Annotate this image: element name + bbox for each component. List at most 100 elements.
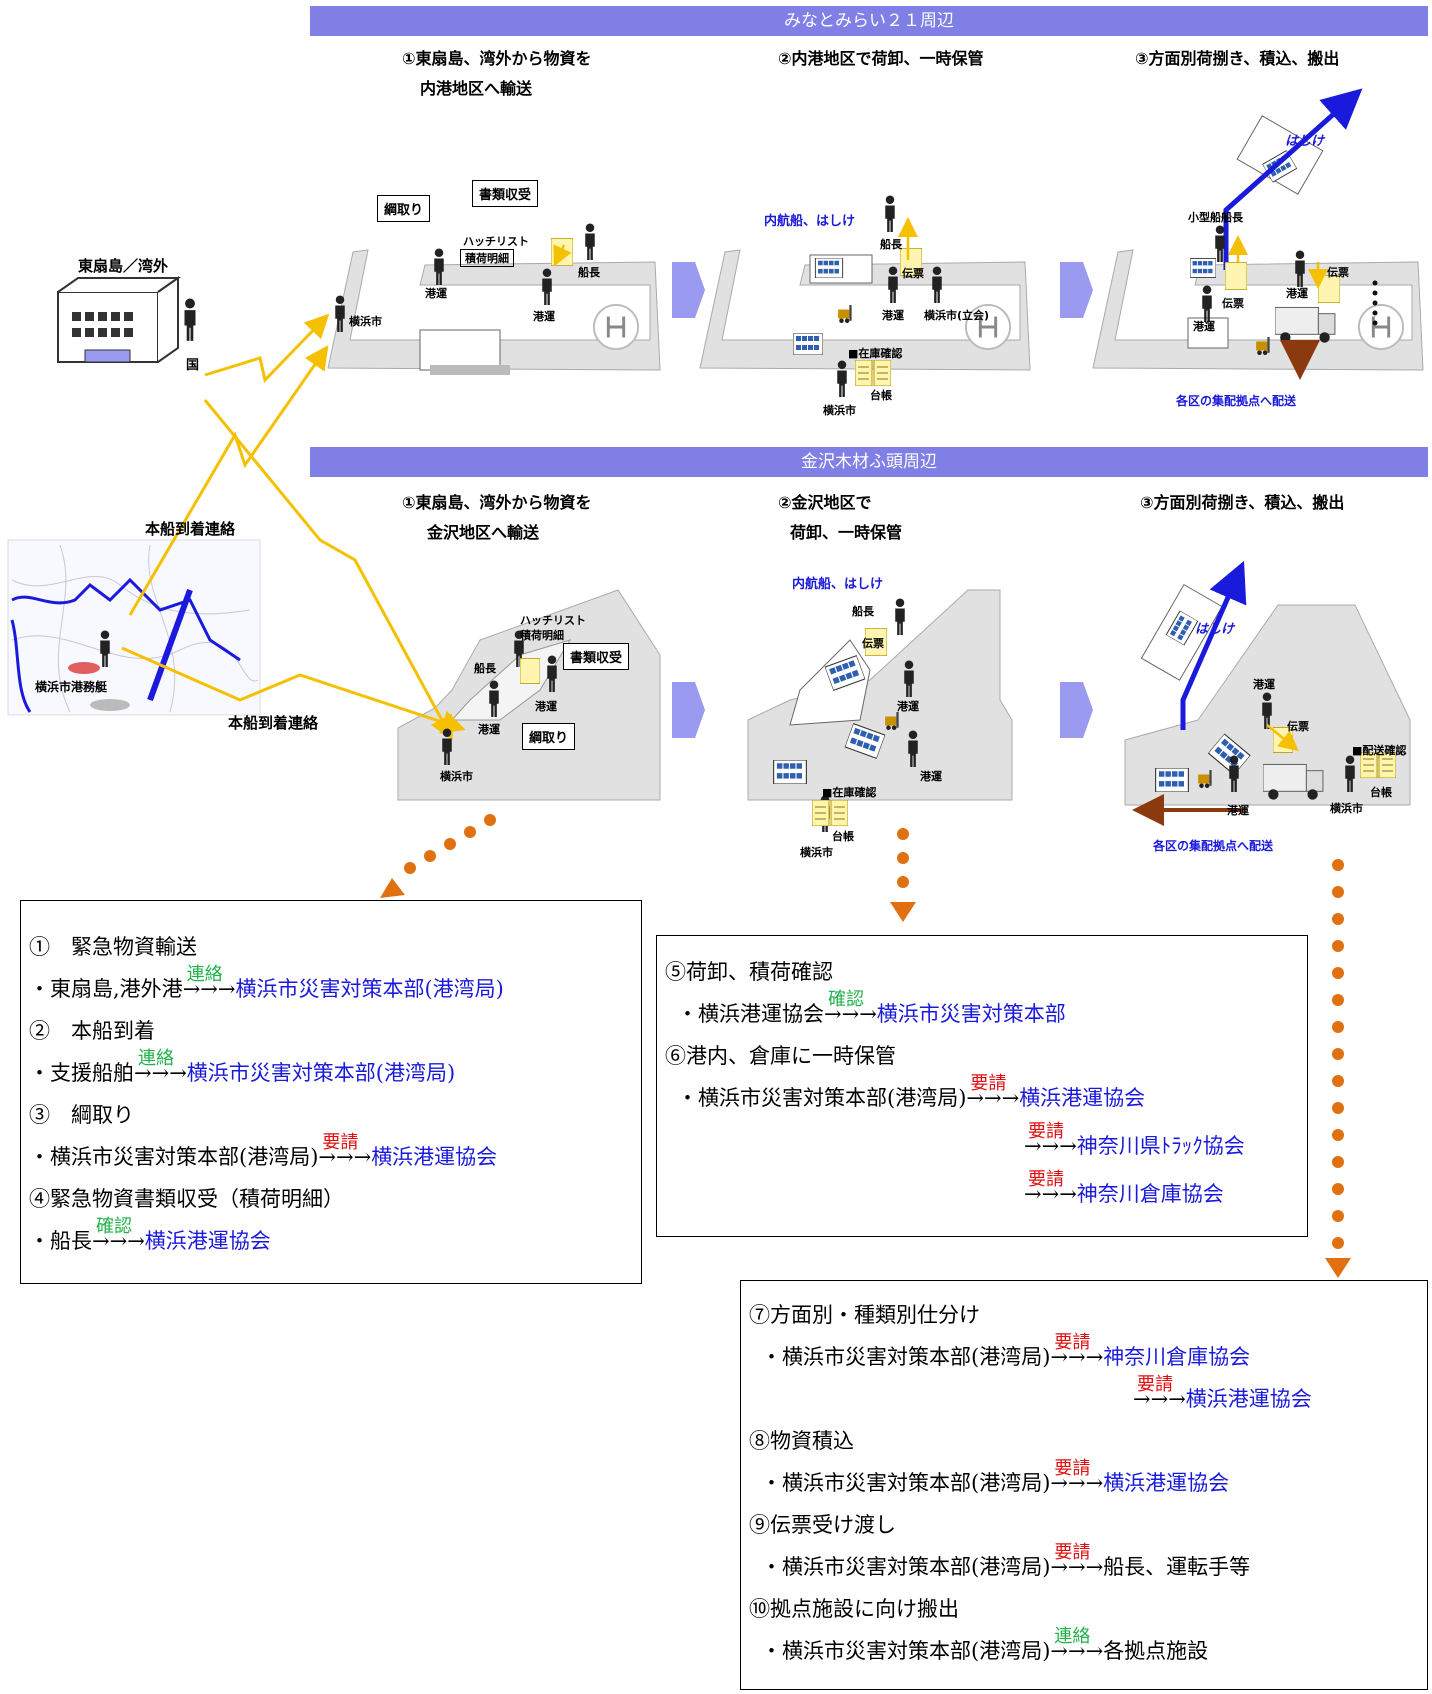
bottom-pier-1 <box>397 589 661 801</box>
top-step3-title: ③方面別荷捌き、積込、搬出 <box>1135 49 1340 68</box>
cargo-detail-label: 積荷明細 <box>520 629 564 642</box>
top-pier-3 <box>1092 88 1424 380</box>
denpyo-label: 伝票 <box>862 637 884 650</box>
yellow-connectors <box>121 313 466 741</box>
phase-arrow-top-2 <box>1060 262 1093 318</box>
kowun-label-1: 港運 <box>1286 287 1308 300</box>
band-kanazawa: 金沢木材ふ頭周辺 <box>310 447 1428 477</box>
phase-arrow-bottom-1 <box>672 682 705 738</box>
yokohama-label: 横浜市 <box>440 770 473 783</box>
box3-line6: ⑨伝票受け渡し <box>749 1513 896 1537</box>
box3-line2: ・横浜市災害対策本部(港湾局)要請→→→神奈川倉庫協会 <box>761 1332 1251 1369</box>
shorui-bubble: 書類収受 <box>472 180 539 207</box>
kowun-label-1: 港運 <box>535 700 557 713</box>
top-step1-title-line2: 内港地区へ輸送 <box>420 79 533 98</box>
box3-line8: ⑩拠点施設に向け搬出 <box>749 1597 959 1621</box>
zaiko-label: ■在庫確認 <box>848 347 903 360</box>
cargo-detail-label: 積荷明細 <box>460 249 514 267</box>
kogata-sencho-label: 小型船船長 <box>1188 211 1243 224</box>
small-yellow-arrows <box>553 217 1328 752</box>
honsen-arrival-2: 本船到着連絡 <box>228 714 319 732</box>
kowun-label-2: 港運 <box>1227 804 1249 817</box>
kowun-label-2: 港運 <box>478 723 500 736</box>
denpyo-label: 伝票 <box>902 267 924 280</box>
yokohama-label: 横浜市 <box>823 404 856 417</box>
step-box-1: ① 緊急物資輸送 ・東扇島,港外港連絡→→→横浜市災害対策本部(港湾局) ② 本… <box>20 900 642 1284</box>
box1-line3: ② 本船到着 <box>29 1019 155 1043</box>
box2-line3: ⑥港内、倉庫に一時保管 <box>665 1044 896 1068</box>
phase-arrow-bottom-2 <box>1060 682 1093 738</box>
sencho-label: 船長 <box>880 238 902 251</box>
naikosen-label: 内航船、はしけ <box>764 214 856 229</box>
kowun-label-2: 港運 <box>533 310 555 323</box>
yokohama-label: 横浜市 <box>349 315 382 328</box>
building-icon <box>57 276 182 363</box>
kowun-label: 港運 <box>882 309 904 322</box>
yokohama-label: 横浜市 <box>800 846 833 859</box>
box1-line1: ① 緊急物資輸送 <box>29 935 197 959</box>
box1-line5: ③ 綱取り <box>29 1103 134 1127</box>
shorui-bubble: 書類収受 <box>563 643 630 670</box>
kowun-label-1: 港運 <box>897 700 919 713</box>
hatch-list-label: ハッチリスト <box>463 235 529 248</box>
sencho-label: 船長 <box>578 266 600 279</box>
daicho-label: 台帳 <box>870 389 892 402</box>
band-minatomirai: みなとみらい２１周辺 <box>310 6 1428 36</box>
tsunatori-bubble: 綱取り <box>522 723 576 750</box>
box2-line1: ⑤荷卸、積荷確認 <box>665 960 833 984</box>
top-pier-2 <box>699 249 1031 371</box>
hashike-label: はしけ <box>1285 134 1325 149</box>
higashi-label: 東扇島／湾外 <box>78 257 169 275</box>
sencho-label: 船長 <box>474 662 496 675</box>
denpyo-label: 伝票 <box>1287 720 1309 733</box>
haiso-kakunin-label: ■配送確認 <box>1352 744 1407 757</box>
top-pier-1 <box>327 249 661 375</box>
box1-line4: ・支援船舶連絡→→→横浜市災害対策本部(港湾局) <box>29 1048 456 1085</box>
kuni-label: 国 <box>186 358 200 373</box>
daicho-label: 台帳 <box>1370 786 1392 799</box>
box2-line5: 要請→→→神奈川県ﾄﾗｯｸ協会 <box>1024 1121 1245 1158</box>
box1-line6: ・横浜市災害対策本部(港湾局)要請→→→横浜港運協会 <box>29 1132 498 1169</box>
step-box-3: ⑦方面別・種類別仕分け ・横浜市災害対策本部(港湾局)要請→→→神奈川倉庫協会 … <box>740 1280 1428 1690</box>
box1-line8: ・船長確認→→→横浜港運協会 <box>29 1216 271 1253</box>
box2-line2: ・横浜港運協会確認→→→横浜市災害対策本部 <box>677 989 1066 1026</box>
honsen-arrival-1: 本船到着連絡 <box>145 520 236 538</box>
box3-line4: ⑧物資積込 <box>749 1429 854 1453</box>
box3-line7: ・横浜市災害対策本部(港湾局)要請→→→船長、運転手等 <box>761 1542 1251 1579</box>
box2-line6: 要請→→→神奈川倉庫協会 <box>1024 1169 1224 1206</box>
top-step2-title: ②内港地区で荷卸、一時保管 <box>778 49 984 68</box>
orange-dotted-arrows <box>380 814 1351 1278</box>
haiso-label: 各区の集配拠点へ配送 <box>1176 394 1297 408</box>
denpyo-label-2: 伝票 <box>1327 266 1349 279</box>
zaiko-label: ■在庫確認 <box>822 786 877 799</box>
bottom-step2-title-line1: ②金沢地区で <box>778 493 872 512</box>
denpyo-label-1: 伝票 <box>1222 297 1244 310</box>
box3-line9: ・横浜市災害対策本部(港湾局)連絡→→→各拠点施設 <box>761 1626 1209 1663</box>
bottom-pier-2 <box>747 589 1013 801</box>
box2-line4: ・横浜市災害対策本部(港湾局)要請→→→横浜港運協会 <box>677 1073 1146 1110</box>
yokohama-tachiai-label: 横浜市(立会) <box>924 309 990 322</box>
sencho-label: 船長 <box>852 605 874 618</box>
box1-line2: ・東扇島,港外港連絡→→→横浜市災害対策本部(港湾局) <box>29 964 504 1001</box>
map-inset <box>7 539 261 716</box>
box3-line5: ・横浜市災害対策本部(港湾局)要請→→→横浜港運協会 <box>761 1458 1230 1495</box>
daicho-label: 台帳 <box>832 830 854 843</box>
yokohama-label: 横浜市 <box>1330 802 1363 815</box>
box3-line3: 要請→→→横浜港運協会 <box>1133 1374 1312 1411</box>
hashike-label: はしけ <box>1195 622 1235 637</box>
bottom-step2-title-line2: 荷卸、一時保管 <box>790 523 903 542</box>
kowun-label-1: 港運 <box>1253 678 1275 691</box>
bottom-step3-title: ③方面別荷捌き、積込、搬出 <box>1140 493 1345 512</box>
tsunatori-bubble: 綱取り <box>377 195 431 222</box>
harbor-boat-label: 横浜市港務艇 <box>35 680 108 694</box>
box3-line1: ⑦方面別・種類別仕分け <box>749 1303 980 1327</box>
phase-arrow-top-1 <box>672 262 705 318</box>
haiso-label: 各区の集配拠点へ配送 <box>1153 839 1274 853</box>
bottom-step1-title-line1: ①東扇島、湾外から物資を <box>402 493 592 512</box>
top-step1-title-line1: ①東扇島、湾外から物資を <box>402 49 592 68</box>
kowun-label-2: 港運 <box>1193 320 1215 333</box>
step-box-2: ⑤荷卸、積荷確認 ・横浜港運協会確認→→→横浜市災害対策本部 ⑥港内、倉庫に一時… <box>656 935 1308 1237</box>
hatch-list-label: ハッチリスト <box>520 614 586 627</box>
